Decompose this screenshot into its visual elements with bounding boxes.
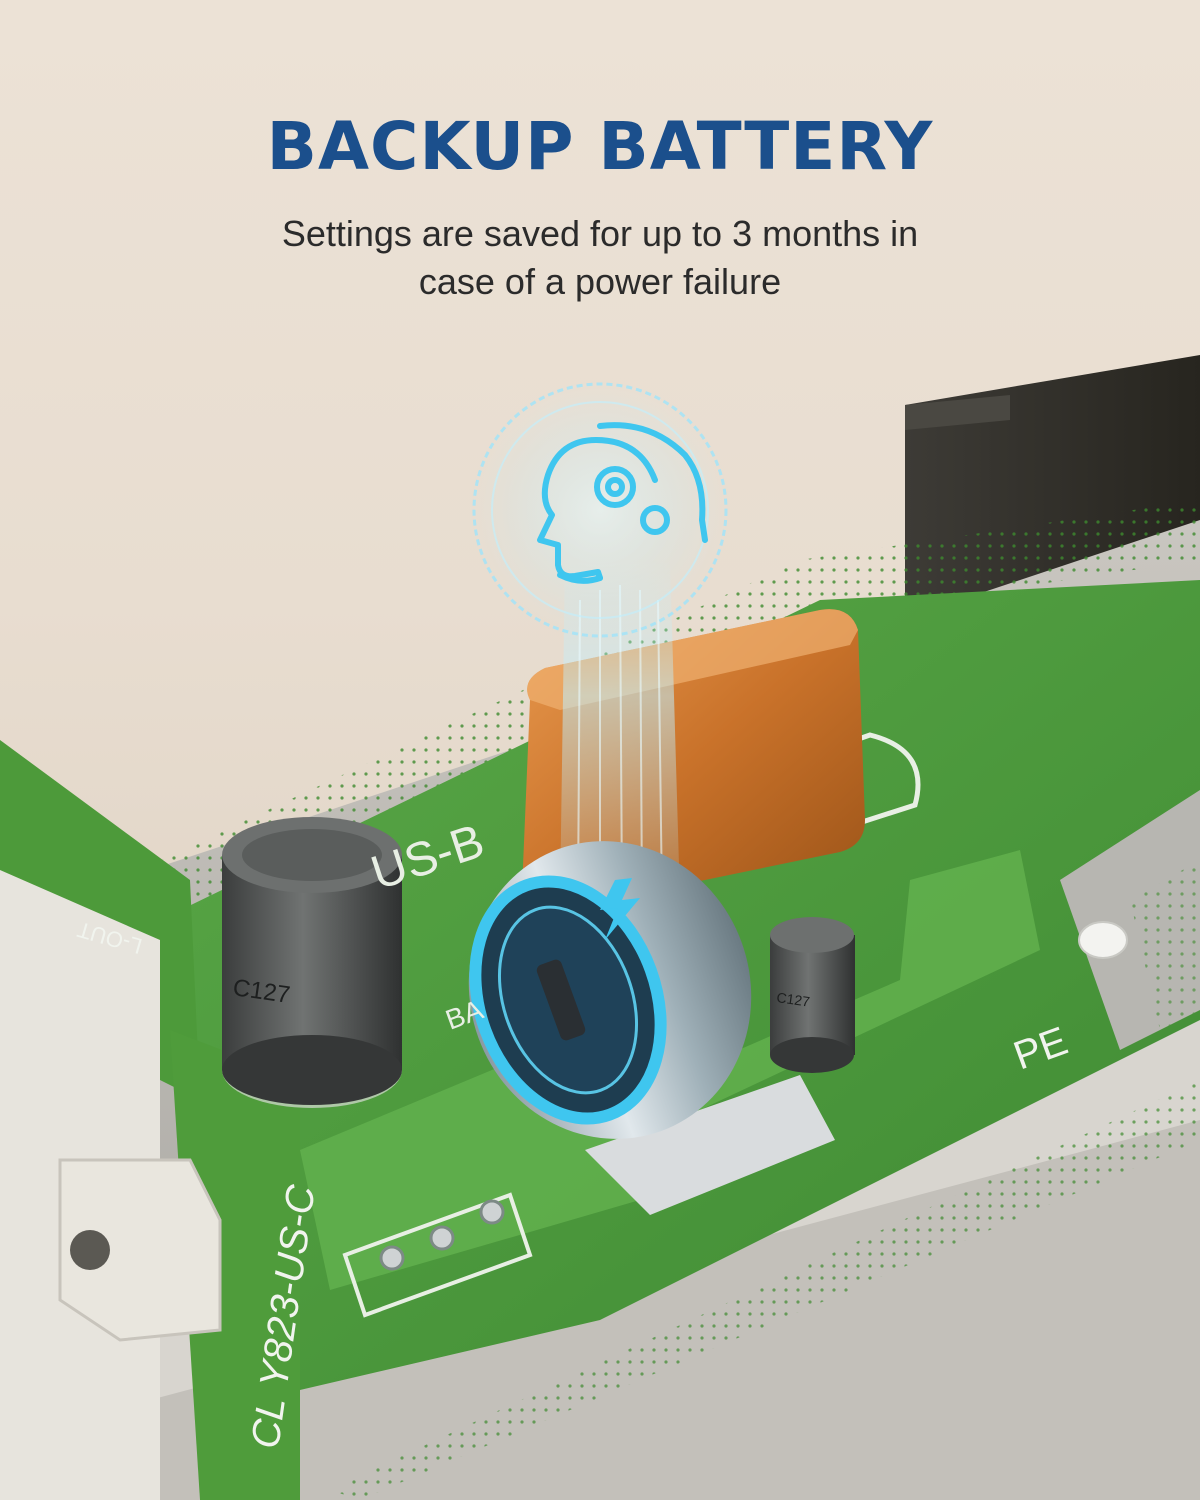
subtext: Settings are saved for up to 3 months in… bbox=[200, 210, 1000, 306]
subtext-line-2: case of a power failure bbox=[418, 261, 782, 302]
subtext-line-1: Settings are saved for up to 3 months in bbox=[281, 213, 919, 254]
lightning-icon bbox=[600, 878, 640, 940]
small-capacitor bbox=[770, 935, 855, 1055]
headline: BACKUP BATTERY bbox=[266, 108, 934, 185]
capacitor-small-label: C127 bbox=[776, 989, 812, 1010]
